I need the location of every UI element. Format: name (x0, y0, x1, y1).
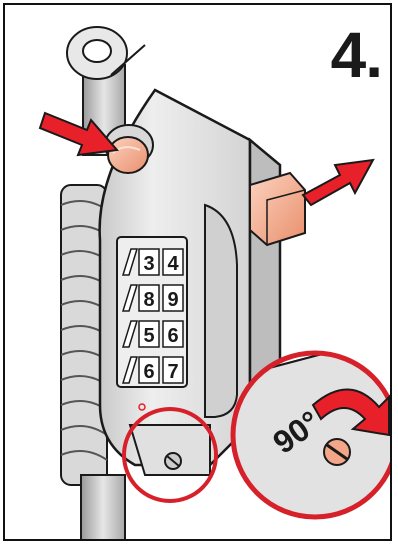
dial-digit: 9 (167, 289, 178, 311)
dial-digit: 7 (167, 361, 178, 383)
dial-digit: 8 (143, 289, 154, 311)
dial-digit: 3 (143, 253, 154, 275)
step-number: 4. (331, 23, 382, 87)
side-latch (250, 173, 305, 245)
release-button (108, 137, 148, 173)
dial-digit: 4 (167, 253, 179, 275)
dial-digit: 6 (143, 361, 154, 383)
dial-digit: 6 (167, 325, 178, 347)
dial-digit: 5 (143, 325, 154, 347)
pull-arrow-icon (303, 160, 373, 205)
